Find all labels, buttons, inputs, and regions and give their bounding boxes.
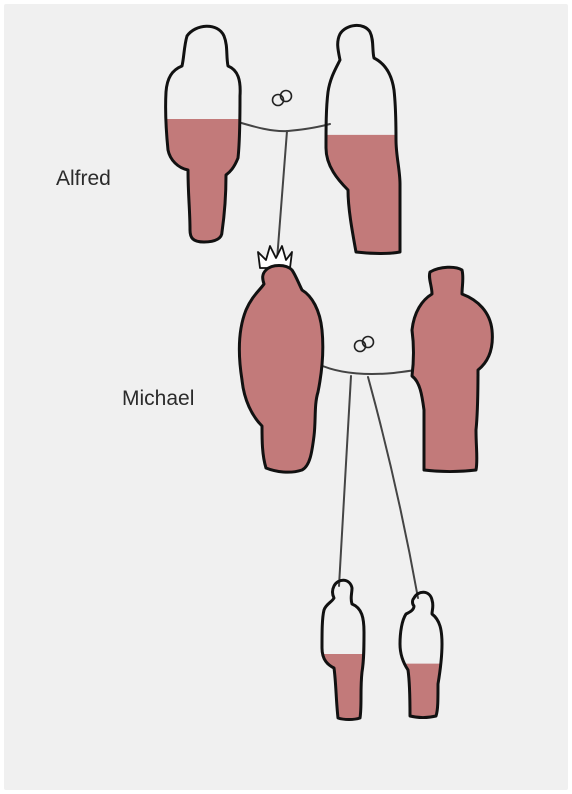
label-michael: Michael xyxy=(122,387,194,410)
label-alfred: Alfred xyxy=(56,167,111,190)
